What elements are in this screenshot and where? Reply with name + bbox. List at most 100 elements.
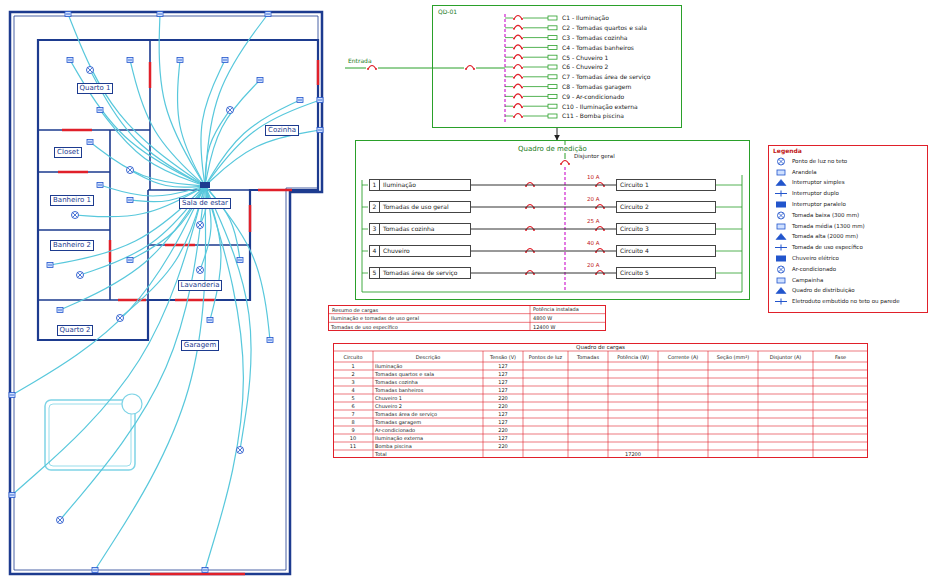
table-cell: Tomadas garagem (375, 419, 421, 425)
circuit-wire (505, 67, 513, 68)
legend-symbol (775, 191, 787, 197)
node-title: Quadro de medição (516, 145, 589, 153)
circuit-wire (205, 100, 320, 186)
breaker-symbol (513, 28, 515, 30)
breaker-symbol (514, 114, 522, 118)
circuit-wire (523, 116, 548, 117)
breaker-symbol (521, 67, 523, 69)
table-cell: 127 (498, 363, 508, 369)
table-cell: Iluminação externa (375, 435, 423, 441)
legend-row: Eletroduto embutido no teto ou parede (773, 296, 923, 307)
node-title: Legenda (773, 147, 802, 155)
breaker-symbol (514, 104, 522, 108)
circuit-wire (68, 14, 205, 186)
circuit-line (471, 207, 616, 208)
legend-symbol (773, 200, 789, 209)
breaker-symbol (514, 35, 522, 39)
table-header: Potência (W) (617, 354, 649, 360)
outlet-symbol (318, 100, 322, 101)
breaker-symbol (513, 47, 515, 49)
table-grid (328, 305, 868, 458)
table-cell: 6 (351, 403, 354, 409)
legend-row: Ar-condicionado (773, 264, 923, 275)
table-cell: 11 (350, 443, 356, 449)
lamp-symbol (57, 517, 64, 524)
breaker-symbol (473, 68, 475, 70)
table-cell: 9 (351, 427, 354, 433)
terminal-block (548, 36, 557, 40)
outlet-symbol (87, 140, 93, 145)
breaker-symbol (521, 87, 523, 89)
circuit-wire (100, 110, 205, 186)
circuit-line (471, 251, 616, 252)
lamp-symbol (72, 212, 79, 219)
door-openings (58, 60, 318, 574)
outlet-symbol (9, 12, 323, 573)
legend-symbol (773, 178, 789, 187)
circuit-wire (505, 76, 513, 77)
room-name: Banheiro 2 (53, 241, 91, 250)
table-cell: Tomadas quartos e sala (375, 371, 434, 377)
circuit-number: 2 (370, 202, 380, 212)
breaker-symbol (521, 116, 523, 118)
circuit-line (471, 229, 616, 230)
circuit-row-box: 5Tomadas área de serviço (369, 267, 471, 279)
outlet-symbol (68, 60, 72, 61)
meter-board: Quadro de medição1Iluminação2Tomadas de … (355, 140, 750, 300)
breaker-symbol (560, 163, 562, 165)
legend-symbol (777, 278, 785, 283)
lot-boundary (10, 12, 322, 574)
circuit-wire (60, 186, 205, 520)
legend-row: Ponto de luz no teto (773, 156, 923, 167)
breaker-rating: 20 A (587, 262, 600, 269)
legend-symbol (776, 256, 786, 262)
legend-symbol (777, 170, 785, 175)
outlet-symbol (10, 395, 14, 396)
node-title: Chuveiro (383, 246, 413, 256)
table-cell: 7 (351, 411, 354, 417)
legend-symbol (773, 243, 789, 252)
table-cell: Iluminação (375, 363, 402, 369)
legend-box: LegendaPonto de luz no tetoArandelaInter… (768, 145, 928, 313)
circuit-line (471, 273, 616, 274)
outlet-symbol (47, 263, 53, 268)
legend-row: Tomada média (1300 mm) (773, 221, 923, 232)
table-cell: 3 (351, 379, 354, 385)
room-name: Banheiro 1 (53, 196, 91, 205)
legend-row: Campainha (773, 275, 923, 286)
outlet-symbol (157, 12, 163, 17)
circuit-wire (205, 100, 300, 186)
table-cell: 127 (498, 419, 508, 425)
circuit-wire (505, 47, 513, 48)
terminal-block (548, 104, 557, 108)
circuit-wire (523, 76, 548, 77)
house-walls (38, 40, 250, 340)
outlet-symbol (65, 12, 71, 17)
circuit-wire (205, 186, 243, 570)
legend-symbol (773, 222, 789, 231)
ground-wire (716, 229, 742, 230)
outlet-symbol (267, 338, 273, 343)
room-label-box: Quarto 2 (57, 325, 94, 336)
breaker-rating: 20 A (587, 196, 600, 203)
legend-symbol (773, 297, 789, 306)
table-header: Descrição (416, 354, 441, 360)
terminal-block (548, 55, 557, 59)
table-grid (373, 351, 374, 458)
legend-text: Campainha (792, 277, 823, 284)
breaker-symbol (513, 18, 515, 20)
circuit-wire (505, 57, 513, 58)
circuit-wire (205, 110, 230, 186)
breaker-symbol (514, 45, 522, 49)
table-cell: 8 (351, 419, 354, 425)
room-label-box: Banheiro 2 (50, 240, 94, 251)
legend-symbol (779, 213, 784, 218)
outlet-symbol (92, 568, 98, 573)
outlet-symbol (317, 128, 323, 133)
legend-text: Quadro de distribuição (792, 287, 855, 294)
panel-schematic (345, 14, 742, 292)
lamp-symbol (198, 268, 203, 273)
outlet-symbol (268, 340, 272, 341)
legend-symbol (777, 224, 785, 229)
circuit-wire (130, 170, 205, 187)
